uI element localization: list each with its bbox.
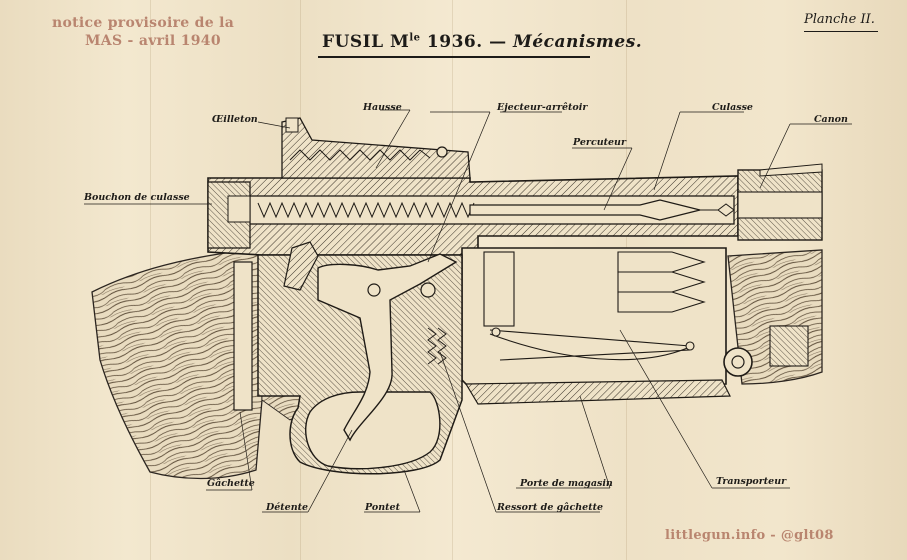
label-transporteur: Transporteur bbox=[716, 476, 787, 487]
label-porte-magasin: Porte de magasin bbox=[520, 478, 613, 489]
ejector bbox=[283, 241, 319, 291]
sear-spring bbox=[427, 327, 447, 365]
label-canon: Canon bbox=[814, 114, 848, 125]
label-hausse: Hausse bbox=[363, 102, 402, 113]
watermark-line1: notice provisoire de la bbox=[52, 15, 235, 31]
watermark-line2: MAS - avril 1940 bbox=[85, 33, 221, 49]
label-oeilleton: Œilleton bbox=[212, 114, 258, 125]
label-pontet: Pontet bbox=[365, 502, 400, 513]
cartridge bbox=[617, 291, 706, 313]
plate-number: Planche II. bbox=[804, 12, 875, 27]
plate-underline bbox=[804, 31, 878, 32]
watermark-footer: littlegun.info - @glt08 bbox=[665, 528, 834, 543]
label-detente: Détente bbox=[266, 502, 309, 513]
rear-sight bbox=[281, 117, 471, 179]
leader-lines bbox=[84, 109, 852, 513]
sear bbox=[317, 253, 458, 442]
cartridge bbox=[617, 251, 706, 273]
title-underline bbox=[318, 56, 590, 58]
label-ressort: Ressort de gâchette bbox=[497, 502, 604, 513]
firing-pin bbox=[469, 199, 701, 221]
label-gachette: Gâchette bbox=[207, 478, 255, 489]
trigger-guard-opening bbox=[305, 391, 441, 470]
rear-stock bbox=[91, 251, 263, 480]
firing-pin-spring bbox=[257, 201, 475, 219]
magazine-spring bbox=[489, 329, 693, 361]
cartridge bbox=[617, 271, 706, 293]
label-percuteur: Percuteur bbox=[573, 137, 626, 148]
magazine-floorplate bbox=[464, 379, 731, 405]
chamber bbox=[737, 191, 823, 219]
label-bouchon: Bouchon de culasse bbox=[84, 192, 190, 203]
label-culasse: Culasse bbox=[712, 102, 753, 113]
page-title: FUSIL Mle 1936. — Mécanismes. bbox=[322, 32, 643, 52]
label-ejecteur: Ejecteur-arrêtoir bbox=[497, 102, 588, 113]
trigger-column bbox=[233, 261, 253, 411]
